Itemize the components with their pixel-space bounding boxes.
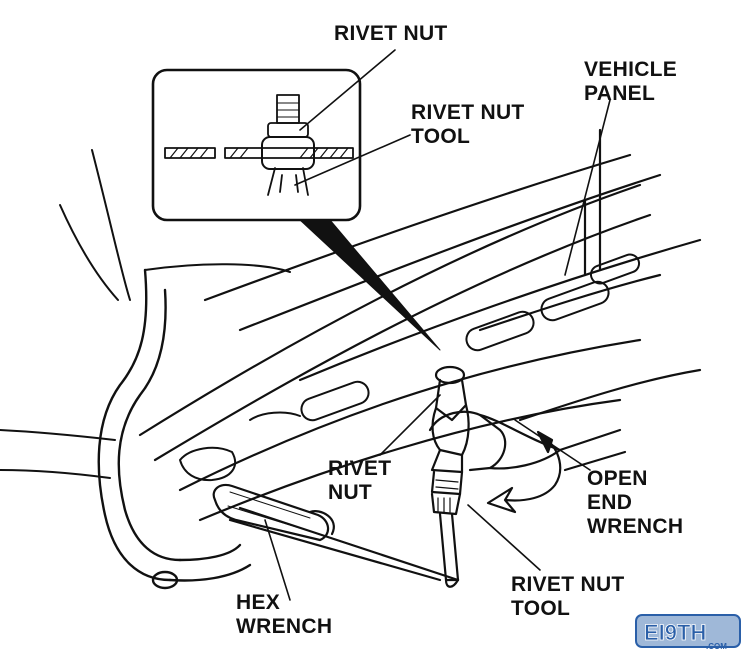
site-logo-text: EI9TH xyxy=(644,620,706,645)
open-end-wrench xyxy=(428,410,627,514)
site-logo: EI9TH .COM xyxy=(635,614,741,651)
callout-pointer xyxy=(299,219,441,351)
label-vehicle-panel: VEHICLE PANEL xyxy=(584,58,678,105)
label-rivet-nut-tool-top: RIVET NUT TOOL xyxy=(411,101,525,148)
site-logo-sub: .COM xyxy=(706,642,727,651)
label-rivet-nut-tool-bottom: RIVET NUT TOOL xyxy=(511,573,625,620)
vehicle-body-left xyxy=(0,149,291,479)
label-rivet-nut-mid: RIVET NUT xyxy=(328,457,392,504)
label-rivet-nut-top: RIVET NUT xyxy=(334,22,448,45)
panel-slots xyxy=(179,253,641,482)
suspension-arm xyxy=(97,268,252,590)
detail-inset xyxy=(151,68,362,222)
label-open-end-wrench: OPEN END WRENCH xyxy=(587,467,684,538)
vehicle-panel xyxy=(138,128,702,522)
label-hex-wrench: HEX WRENCH xyxy=(236,591,333,638)
leader-lines xyxy=(264,49,611,601)
